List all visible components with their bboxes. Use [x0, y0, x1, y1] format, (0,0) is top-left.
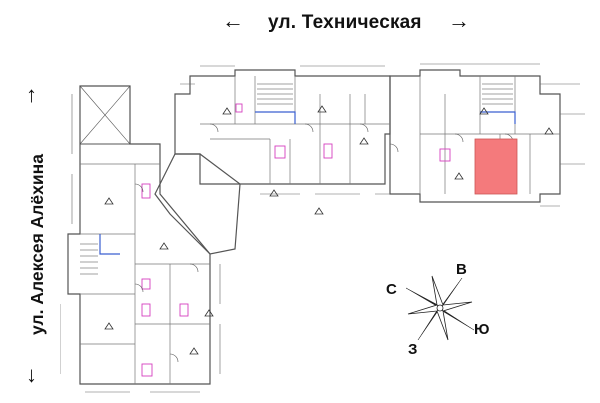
wall-outline-top-left — [174, 69, 391, 185]
triangle-markers — [104, 105, 554, 355]
compass-center — [436, 304, 444, 312]
floor-plan — [60, 63, 585, 393]
wall-outline-left-wing — [67, 85, 211, 385]
arrow-left-icon: ← — [222, 8, 244, 33]
stair-blue-2 — [480, 111, 516, 124]
fixture-8 — [179, 303, 189, 317]
compass-label-east: В — [456, 262, 467, 278]
fixture-3 — [323, 143, 333, 159]
street-name-left: ул. Алексея Алёхина — [27, 154, 47, 335]
street-label-top: ← ул. Техническая → — [222, 8, 484, 38]
compass-label-south: Ю — [474, 321, 489, 338]
stair-treads-left — [80, 243, 98, 275]
fixture-9 — [141, 363, 153, 377]
facade-ticks-left — [60, 94, 221, 393]
compass-point-w — [407, 304, 441, 315]
partitions-top-right — [419, 76, 560, 194]
compass-label-north: С — [386, 281, 397, 298]
arrow-right-icon: → — [448, 8, 470, 33]
facade-ticks-top — [180, 63, 585, 207]
stair-blue-1 — [255, 111, 296, 124]
fixture-2 — [274, 145, 286, 159]
stair-treads-top-right — [482, 83, 513, 105]
fixture-7 — [141, 303, 151, 317]
compass-label-west: З — [408, 341, 417, 358]
fixture-4 — [439, 148, 451, 162]
compass-point-e — [439, 301, 473, 312]
street-label-left: ↑ ул. Алексея Алёхина ↓ — [0, 84, 70, 390]
street-name-top: ул. Техническая — [268, 12, 422, 33]
arrow-down-icon: ↓ — [26, 362, 37, 387]
partitions-left-wing — [80, 163, 210, 384]
compass-rose: С В Ю З — [386, 262, 489, 358]
fixture-5 — [141, 183, 151, 199]
street-name-left-svg: ул. Алексея Алёхина — [27, 154, 47, 335]
stair-box-diagonals — [79, 85, 131, 145]
fixture-1 — [235, 103, 243, 113]
highlighted-apartment[interactable] — [474, 138, 518, 195]
arrow-up-icon: ↑ — [26, 82, 37, 107]
wall-outline-connector — [154, 153, 241, 255]
partitions-top — [200, 76, 390, 184]
stair-blue-3 — [99, 234, 120, 255]
fixture-6 — [141, 278, 151, 290]
stair-treads-top — [257, 83, 293, 105]
wall-outline-top-right — [389, 69, 561, 203]
door-swings — [134, 123, 514, 363]
